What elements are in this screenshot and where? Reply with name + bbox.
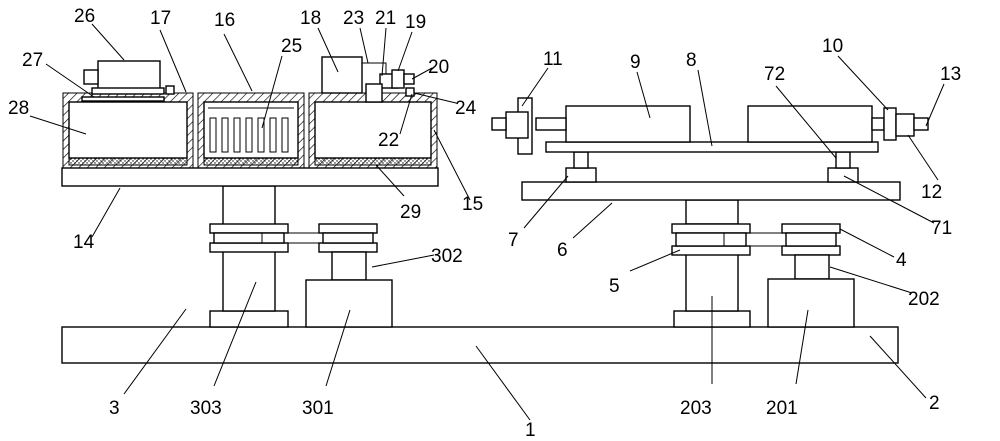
label-9: 9 (630, 52, 641, 73)
box-mid-floor (203, 157, 299, 166)
box-right-inner (314, 101, 432, 159)
label-20: 20 (428, 57, 449, 78)
left-motor-pulley-lower (318, 242, 378, 253)
label-11: 11 (543, 49, 563, 70)
label-6: 6 (557, 240, 568, 261)
left-column-upper (222, 185, 276, 227)
right-pulley-lower (671, 245, 751, 256)
left-pulley-hub (213, 232, 285, 244)
bearing-12 (895, 113, 915, 137)
motor-26-base (91, 87, 165, 95)
right-motor (767, 278, 855, 328)
left-pulley-lower (209, 242, 289, 253)
pump-19 (391, 69, 405, 89)
label-8: 8 (686, 50, 697, 71)
label-21: 21 (375, 8, 396, 29)
label-7: 7 (508, 230, 519, 251)
label-202: 202 (908, 289, 940, 310)
label-4: 4 (896, 250, 907, 271)
carrier-plate-8 (545, 141, 879, 153)
heating-fins (208, 107, 294, 153)
label-72: 72 (764, 64, 785, 85)
label-2: 2 (929, 393, 940, 414)
box-left-floor (68, 157, 188, 166)
label-3: 3 (109, 398, 120, 419)
base-plate (61, 326, 899, 364)
label-13: 13 (940, 64, 961, 85)
label-1: 1 (525, 420, 536, 441)
label-17: 17 (150, 8, 171, 29)
nozzle-20 (403, 73, 415, 85)
left-lift-assembly (209, 185, 393, 328)
label-25: 25 (281, 36, 302, 57)
motor-26-end (83, 69, 99, 85)
part-labels: 1 2 3 303 301 302 203 201 202 4 5 6 7 71… (8, 6, 961, 441)
right-table-plate (521, 181, 901, 201)
plate-27 (81, 96, 165, 102)
unit-18 (321, 56, 363, 94)
right-motor-pulley-hub (785, 232, 837, 247)
label-303: 303 (190, 398, 222, 419)
box-left-inner (68, 101, 188, 159)
left-motor (305, 279, 393, 328)
left-pulley-upper (209, 223, 289, 234)
bearing-left (573, 151, 589, 169)
clamp-block-right (747, 105, 873, 143)
label-12: 12 (921, 182, 942, 203)
right-pulley-hub (675, 232, 747, 247)
shaft-right (871, 117, 885, 131)
right-column-upper (685, 199, 739, 225)
label-15: 15 (462, 194, 483, 215)
box-right-floor (314, 157, 432, 166)
chuck-11-body (505, 111, 529, 139)
sensor-24 (405, 87, 415, 97)
label-71: 71 (931, 218, 952, 239)
left-motor-pulley-upper (318, 223, 378, 234)
left-motor-shaft (331, 251, 367, 281)
label-28: 28 (8, 98, 29, 119)
label-27: 27 (22, 50, 43, 71)
left-column (222, 249, 276, 312)
right-work-table (491, 97, 929, 201)
label-5: 5 (609, 276, 620, 297)
valve-22 (365, 83, 383, 103)
leader-lines (29, 23, 945, 421)
label-18: 18 (300, 8, 321, 29)
right-motor-pulley-lower (781, 245, 841, 256)
label-26: 26 (74, 6, 95, 27)
label-24: 24 (455, 98, 477, 119)
label-19: 19 (405, 12, 426, 33)
bearing-10 (883, 107, 897, 141)
right-pulley-upper (671, 223, 751, 234)
label-16: 16 (214, 10, 235, 31)
left-work-table (61, 56, 439, 187)
right-lift-assembly (671, 199, 855, 328)
pipe-23 (362, 62, 387, 74)
label-23: 23 (343, 8, 364, 29)
label-201: 201 (766, 398, 798, 419)
label-301: 301 (302, 398, 334, 419)
left-column-foot (209, 310, 289, 328)
shaft-left (535, 117, 567, 131)
label-22: 22 (378, 130, 399, 151)
bearing-right (835, 151, 851, 169)
gripper-13 (913, 117, 929, 131)
support-71 (827, 167, 859, 183)
motor-26 (97, 60, 161, 90)
box-mid-inner (203, 101, 299, 159)
left-motor-pulley-hub (322, 232, 374, 244)
right-motor-shaft (794, 254, 830, 280)
label-14: 14 (73, 232, 95, 253)
label-29: 29 (400, 202, 421, 223)
right-motor-pulley-upper (781, 223, 841, 234)
gripper-left (491, 117, 507, 131)
label-203: 203 (680, 398, 712, 419)
box-left-lug (165, 85, 175, 95)
clamp-block-9 (565, 105, 691, 143)
label-10: 10 (822, 36, 843, 57)
label-302: 302 (431, 246, 463, 267)
support-7 (565, 167, 597, 183)
